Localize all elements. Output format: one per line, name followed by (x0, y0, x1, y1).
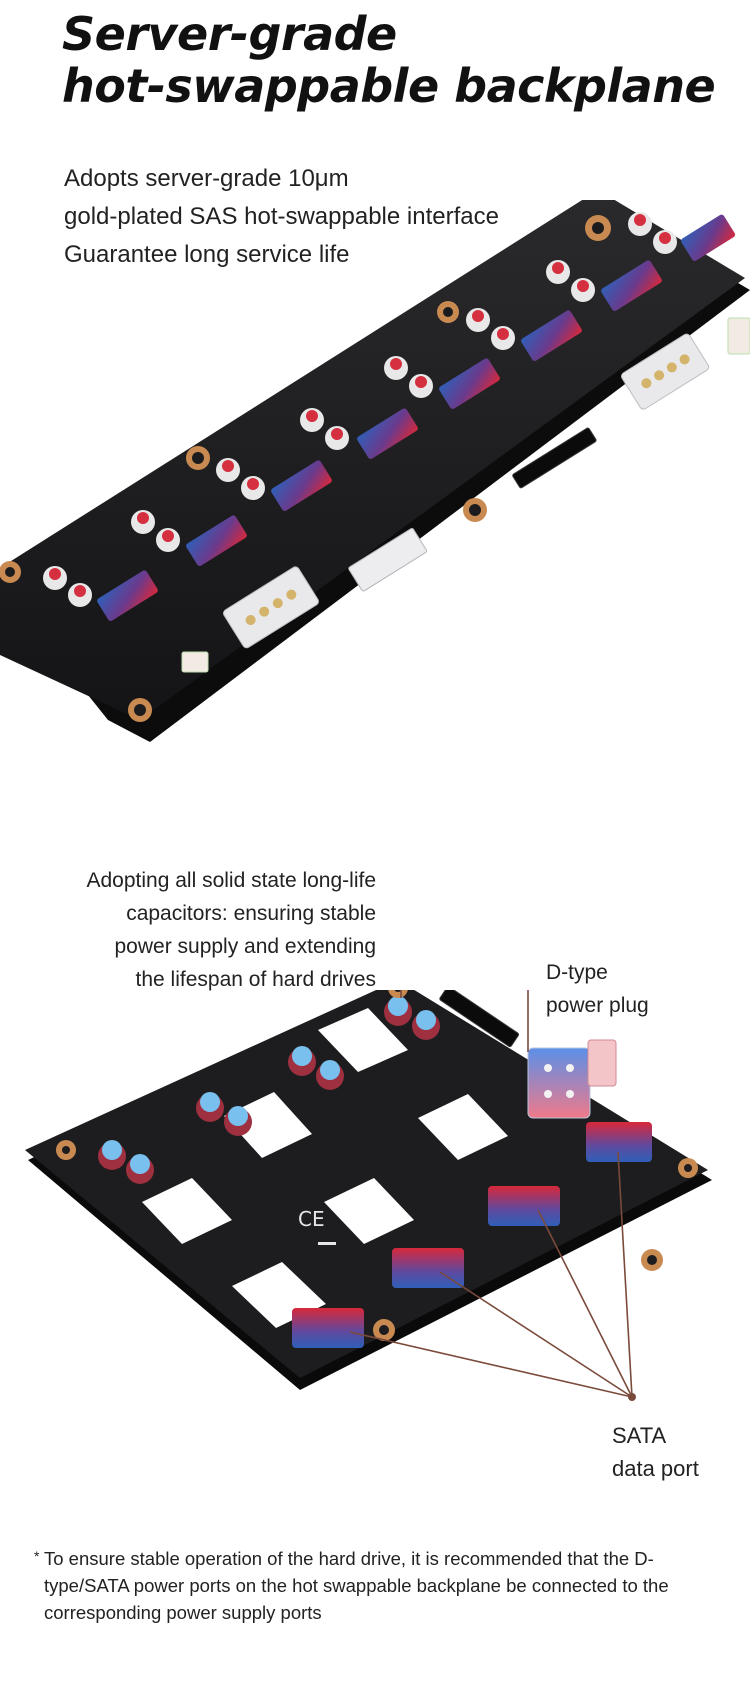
capacitor-pair (43, 566, 92, 607)
callout-line-sata-1 (349, 1331, 633, 1398)
backplane-board-8-bay (0, 200, 750, 742)
footnote-asterisk: * (34, 1548, 40, 1564)
callout-line-sata-2 (439, 1271, 633, 1398)
sata-port-5 (439, 358, 500, 409)
title-line-2: hot-swappable backplane (62, 59, 716, 113)
d-type-power-connector (621, 333, 710, 410)
sata-data-port-1 (292, 1308, 364, 1348)
callout-capacitors-line-1: Adopting all solid state long-life (86, 869, 376, 892)
sata-port-8 (681, 214, 736, 261)
sata-power-connector (439, 990, 520, 1048)
intro-line-1: Adopts server-grade 10μm (64, 165, 349, 192)
fan-header (727, 317, 750, 355)
callout-capacitors-line-4: the lifespan of hard drives (135, 968, 376, 991)
callout-line-sata-3 (537, 1209, 633, 1398)
mount-hole (388, 990, 408, 998)
callout-sata-port: SATA data port (612, 1419, 699, 1485)
pin-header (348, 527, 428, 592)
sata-data-ports (292, 1122, 652, 1348)
capacitor-pair (628, 212, 677, 254)
intro-line-2: gold-plated SAS hot-swappable interface (64, 203, 499, 230)
callout-dtype-plug: D-type power plug (546, 956, 649, 1022)
callout-capacitors-line-3: power supply and extending (114, 935, 376, 958)
sata-port-3 (271, 460, 332, 511)
sata-data-port-3 (488, 1186, 560, 1226)
callout-dtype-line-2: power plug (546, 994, 649, 1017)
sata-port-6 (521, 310, 582, 361)
callout-sata-line-2: data port (612, 1456, 699, 1481)
footnote-text: To ensure stable operation of the hard d… (44, 1548, 669, 1623)
sata-port-2 (186, 515, 247, 566)
sata-data-port-2 (392, 1248, 464, 1288)
sata-ports (97, 214, 736, 621)
callout-dots (628, 1393, 636, 1401)
callout-lines (349, 990, 633, 1398)
capacitor-pair (131, 510, 180, 552)
cutout (318, 1008, 408, 1072)
cutout (142, 1178, 232, 1244)
cutout (324, 1178, 414, 1244)
ce-mark: CE (298, 1207, 325, 1231)
sata-port-7 (601, 260, 662, 311)
callout-sata-line-1: SATA (612, 1423, 667, 1448)
sata-port-1 (97, 570, 158, 621)
sata-data-port-4 (586, 1122, 652, 1162)
sata-power-connector (512, 427, 597, 489)
callout-dtype-line-1: D-type (546, 961, 608, 984)
callout-dot (628, 1393, 636, 1401)
solid-capacitors (98, 996, 440, 1184)
cutout (418, 1094, 508, 1160)
callout-line-sata-4 (617, 1151, 633, 1398)
capacitor-pair (196, 1092, 252, 1136)
capacitor-pair (546, 260, 595, 302)
capacitor-pair (384, 996, 440, 1040)
capacitor-pair (216, 458, 265, 500)
fan-header (587, 1039, 617, 1087)
page-title: Server-grade hot-swappable backplane (62, 7, 716, 113)
intro-text: Adopts server-grade 10μm gold-plated SAS… (64, 160, 499, 274)
capacitor-pair (98, 1140, 154, 1184)
sata-port-4 (357, 408, 418, 459)
d-type-power-plug (527, 1047, 591, 1119)
cutout (224, 1092, 312, 1158)
callout-capacitors-line-2: capacitors: ensuring stable (126, 902, 376, 925)
d-type-power-connector (223, 566, 319, 649)
fan-header (181, 651, 209, 673)
capacitor-pair (288, 1046, 344, 1090)
title-line-1: Server-grade (62, 7, 397, 61)
capacitor-pair (384, 356, 433, 398)
capacitor-pair (300, 408, 349, 450)
footnote: * To ensure stable operation of the hard… (34, 1545, 734, 1626)
intro-line-3: Guarantee long service life (64, 241, 350, 268)
callout-capacitors: Adopting all solid state long-life capac… (46, 864, 376, 996)
capacitors (43, 212, 677, 607)
capacitor-pair (466, 308, 515, 350)
backplane-board-4-bay: CE (25, 990, 712, 1401)
